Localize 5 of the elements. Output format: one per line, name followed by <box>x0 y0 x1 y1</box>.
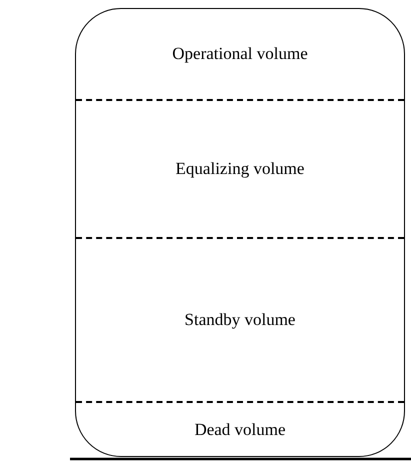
tank-outline <box>75 8 405 457</box>
zone-label: Equalizing volume <box>176 159 304 179</box>
zone-label: Operational volume <box>172 44 308 64</box>
zone-label: Standby volume <box>184 310 296 330</box>
zone-label: Dead volume <box>194 420 286 440</box>
